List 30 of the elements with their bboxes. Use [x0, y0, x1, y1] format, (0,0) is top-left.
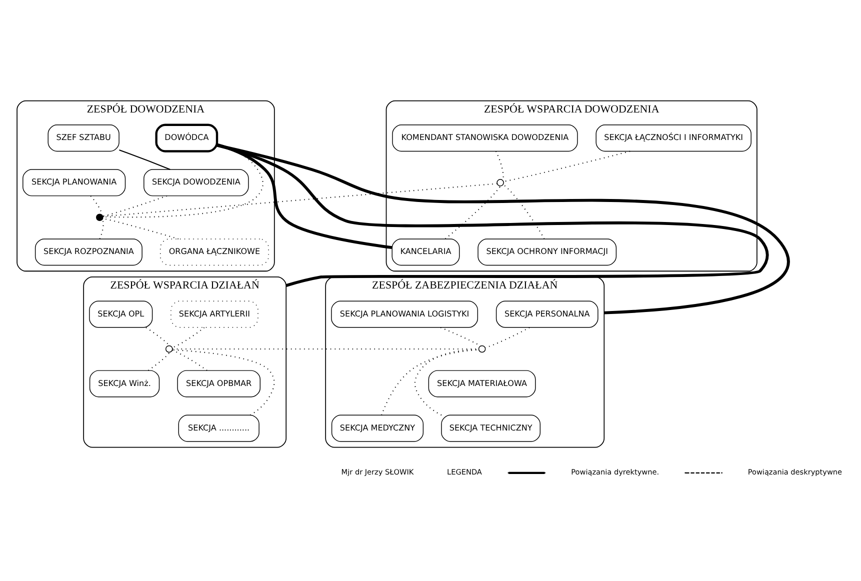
connector — [90, 196, 102, 215]
connector — [148, 352, 170, 371]
connector — [216, 144, 768, 287]
connector — [216, 143, 392, 250]
node-circle — [478, 345, 486, 353]
connector — [102, 195, 168, 217]
connector — [102, 183, 498, 217]
node-circle — [165, 345, 173, 353]
connector — [172, 348, 479, 350]
connector — [146, 327, 170, 346]
connector — [381, 349, 479, 416]
connector — [445, 186, 501, 240]
connector — [503, 150, 630, 182]
connector — [172, 349, 275, 416]
label: LEGENDA — [447, 468, 482, 477]
connector — [440, 326, 481, 346]
connector — [119, 150, 170, 170]
connector — [102, 218, 179, 240]
label: Mjr dr Jerzy SŁOWIK — [341, 468, 414, 477]
connector — [216, 144, 790, 314]
legend-label: Powiązania deskryptywne — [748, 468, 842, 477]
connector — [172, 350, 208, 371]
connector — [485, 327, 530, 348]
connector — [172, 327, 205, 348]
legend-label: Powiązania dyrektywne. — [571, 468, 660, 477]
connector — [414, 349, 479, 416]
node-circle — [96, 214, 104, 222]
connector — [99, 219, 104, 240]
node-circle — [496, 179, 504, 186]
connector — [502, 184, 545, 240]
